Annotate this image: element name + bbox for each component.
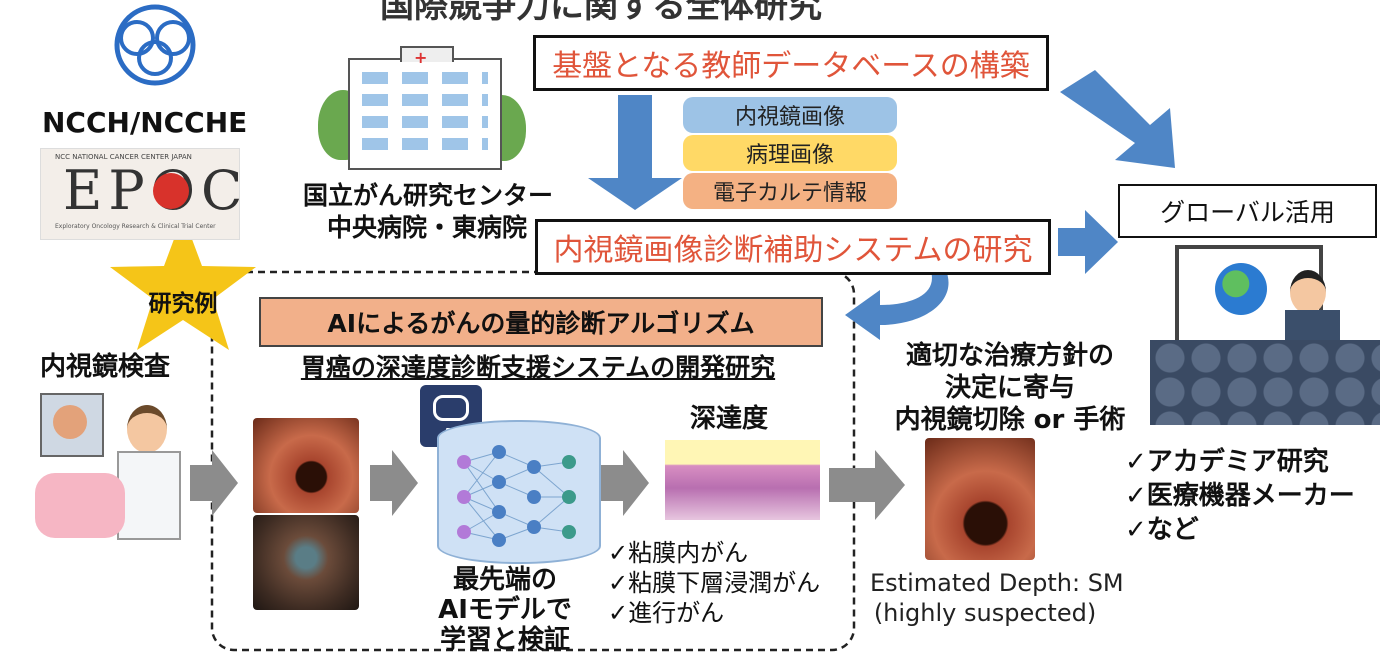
curved-arrow bbox=[845, 268, 949, 340]
user-item: ✓医療機器メーカー bbox=[1125, 481, 1355, 511]
research-example-star bbox=[110, 215, 256, 350]
model-caption: 最先端の AIモデルで 学習と検証 bbox=[438, 565, 572, 655]
hospital-name: 国立がん研究センター 中央病院・東病院 bbox=[302, 181, 553, 242]
ai-study-subtitle: 胃癌の深達度診断支援システムの開発研究 bbox=[300, 353, 776, 382]
global-use-box: グローバル活用 bbox=[1118, 184, 1377, 238]
epoc-logo: NCC NATIONAL CANCER CENTER JAPAN EPOC Ex… bbox=[40, 148, 242, 240]
endoscopy-label: 内視鏡検査 bbox=[40, 352, 171, 382]
right-arrow-global bbox=[1058, 210, 1118, 274]
pathology-slide-image bbox=[665, 440, 820, 520]
presenter-icon bbox=[1290, 270, 1326, 314]
estimated-depth: Estimated Depth: SM (highly suspected) bbox=[870, 569, 1124, 627]
db-layer-endoscopy: 内視鏡画像 bbox=[683, 97, 897, 133]
gray-arrow-1 bbox=[190, 450, 238, 516]
result-endoscopy-photo bbox=[925, 438, 1035, 560]
hospital-cross-icon: + bbox=[414, 48, 428, 67]
patient-icon bbox=[35, 473, 125, 538]
ai-algorithm-title: AIによるがんの量的診断アルゴリズム bbox=[259, 297, 823, 347]
globe-icon bbox=[1215, 263, 1267, 315]
user-item: ✓など bbox=[1125, 515, 1199, 545]
org-name: NCCH/NCCHE bbox=[42, 106, 248, 139]
down-arrow bbox=[588, 95, 682, 210]
epoc-logo-text: EPOC bbox=[63, 159, 248, 222]
db-layer-pathology: 病理画像 bbox=[683, 135, 897, 171]
neural-network-icon bbox=[457, 445, 576, 547]
depth-check-list: ✓粘膜内がん ✓粘膜下層浸潤がん ✓進行がん bbox=[608, 538, 820, 628]
gray-arrow-4 bbox=[829, 450, 905, 520]
depth-item: ✓進行がん bbox=[608, 599, 725, 627]
user-item: ✓アカデミア研究 bbox=[1125, 447, 1329, 477]
epoc-logo-sub: Exploratory Oncology Research & Clinical… bbox=[55, 223, 216, 230]
research-box: 内視鏡画像診断補助システムの研究 bbox=[535, 219, 1051, 275]
depth-label: 深達度 bbox=[690, 404, 769, 434]
audience bbox=[1150, 340, 1380, 425]
epoc-logo-top: NCC NATIONAL CANCER CENTER JAPAN bbox=[55, 153, 192, 161]
depth-item: ✓粘膜下層浸潤がん bbox=[608, 569, 821, 597]
depth-item: ✓粘膜内がん bbox=[608, 539, 749, 567]
endoscopy-photo-1 bbox=[253, 418, 359, 513]
hospital-illustration: + bbox=[318, 40, 528, 175]
gray-arrow-3 bbox=[601, 450, 649, 516]
treatment-text: 適切な治療方針の 決定に寄与 内視鏡切除 or 手術 bbox=[894, 341, 1126, 435]
database-box: 基盤となる教師データベースの構築 bbox=[533, 35, 1049, 91]
endoscopy-photo-2 bbox=[253, 515, 359, 610]
presentation-illustration bbox=[1150, 245, 1385, 425]
page-title: 国際競争力に関する全体研究 bbox=[380, 0, 822, 26]
user-list: ✓アカデミア研究 ✓医療機器メーカー ✓など bbox=[1125, 445, 1355, 547]
epoc-logo-sun bbox=[153, 173, 189, 209]
endoscopy-illustration bbox=[35, 393, 195, 543]
gray-arrow-2 bbox=[370, 450, 418, 516]
doctor-icon bbox=[127, 405, 167, 453]
neural-network-model bbox=[437, 420, 601, 564]
db-layer-ehr: 電子カルテ情報 bbox=[683, 173, 897, 209]
research-example-label: 研究例 bbox=[148, 291, 218, 317]
diagonal-arrow bbox=[1060, 70, 1175, 168]
hospital-building-icon: + bbox=[348, 46, 502, 170]
